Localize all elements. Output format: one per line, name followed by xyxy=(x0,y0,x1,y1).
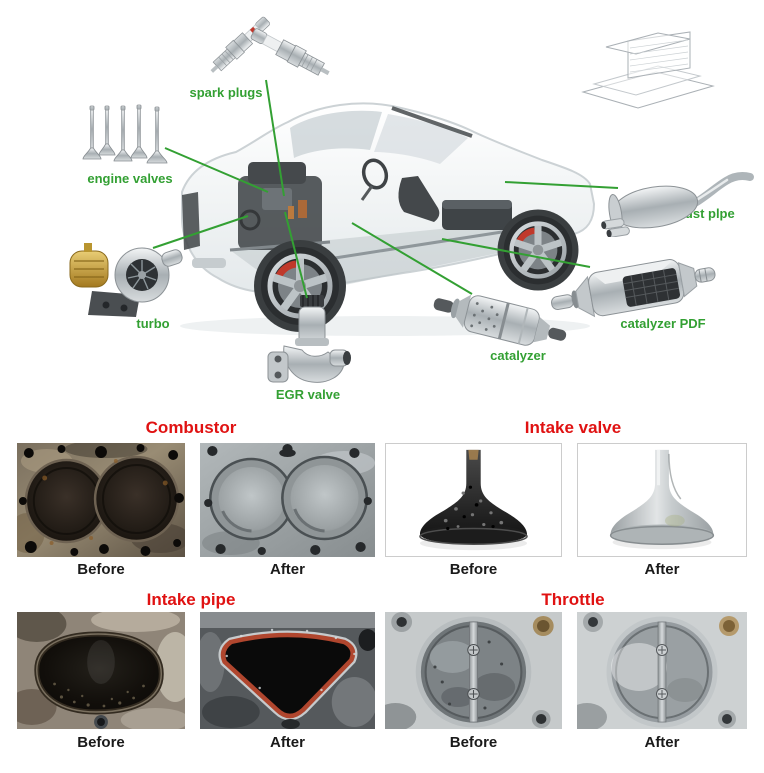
combustor-title: Combustor xyxy=(145,418,237,437)
intake-valve-after-photo xyxy=(577,443,747,557)
throttle-before-caption: Before xyxy=(449,734,498,751)
intake-pipe-title: Intake pipe xyxy=(146,590,236,609)
throttle-title: Throttle xyxy=(541,590,605,609)
throttle-after-caption: After xyxy=(644,734,680,751)
catalyzer-pdf-image xyxy=(548,255,720,321)
intake-pipe-before-caption: Before xyxy=(77,734,125,751)
combustor-before-photo xyxy=(17,443,185,557)
exhaust-pipe-image xyxy=(600,165,755,237)
turbo-label: turbo xyxy=(136,316,170,331)
egr-valve-label: EGR valve xyxy=(275,387,341,402)
catalyzer-pdf-label: catalyzer PDF xyxy=(620,316,706,331)
engine-valves-image xyxy=(82,98,172,168)
intake-valve-title: Intake valve xyxy=(524,418,622,437)
intake-pipe-before-photo xyxy=(17,612,185,729)
honeycomb-structure-sketch xyxy=(578,28,718,123)
intake-pipe-after-caption: After xyxy=(269,734,305,751)
combustor-after-caption: After xyxy=(269,561,305,578)
throttle-before-photo xyxy=(385,612,562,729)
car-parts-diagram: spark plugs engine valves xyxy=(62,5,755,402)
throttle-after-photo xyxy=(577,612,747,729)
engine-valves-label: engine valves xyxy=(87,171,173,186)
combustor-after-photo xyxy=(200,443,375,557)
egr-valve-image xyxy=(262,292,354,392)
catalyzer-label: catalyzer xyxy=(490,348,546,363)
spark-plugs-label: spark plugs xyxy=(189,85,263,100)
turbo-image xyxy=(62,235,187,320)
spark-plugs-image xyxy=(195,5,340,85)
combustor-before-caption: Before xyxy=(77,561,125,578)
intake-valve-before-caption: Before xyxy=(449,561,498,578)
intake-pipe-after-photo xyxy=(200,612,375,729)
intake-valve-before-photo xyxy=(385,443,562,557)
catalyzer-image xyxy=(432,290,572,358)
intake-valve-after-caption: After xyxy=(644,561,680,578)
